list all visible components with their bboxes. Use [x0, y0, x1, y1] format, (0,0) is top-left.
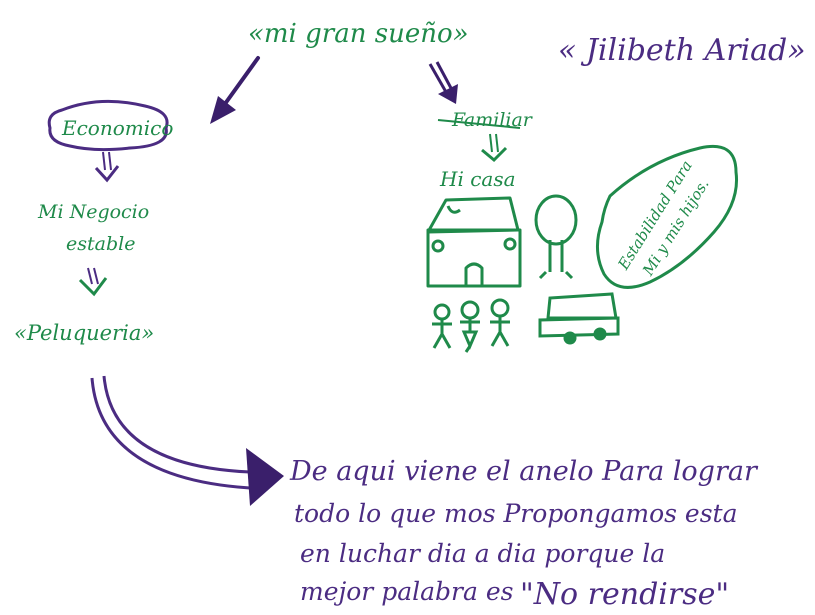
stick-figures-icon: [432, 298, 510, 353]
arrow-to-familiar: [428, 61, 458, 104]
arrow-to-conclusion: [90, 375, 284, 506]
arrow-to-negocio: [94, 151, 120, 183]
familiar-label: Familiar: [451, 109, 534, 131]
conclusion-line2: todo lo que mos Propongamos esta: [294, 499, 737, 528]
negocio-line1: Mi Negocio: [37, 201, 149, 223]
casa-label: Hi casa: [439, 167, 516, 191]
negocio-line2: estable: [66, 233, 135, 255]
economico-label: Economico: [61, 116, 173, 140]
house-drawing-icon: [426, 196, 522, 288]
arrow-to-economico: [210, 56, 260, 124]
estabilidad-bubble: Estabilidad Para Mi y mis hijos.: [596, 145, 739, 289]
familiar-underline: [437, 119, 521, 129]
car-drawing-icon: [538, 292, 620, 345]
arrow-to-peluqueria: [78, 267, 108, 297]
economico-bubble: Economico: [47, 99, 173, 152]
conclusion-line3: en luchar dia a dia porque la: [300, 539, 665, 568]
conclusion-line4-start: mejor palabra es: [300, 577, 513, 606]
peluqueria-text: «Peluqueria»: [14, 321, 154, 345]
author-text: « Jilibeth Ariad»: [558, 33, 806, 68]
conclusion-line4-quote: "No rendirse": [520, 577, 729, 612]
arrow-to-casa: [481, 133, 508, 163]
tree-drawing-icon: [534, 194, 578, 280]
conclusion-line1: De aqui viene el anelo Para lograr: [289, 456, 759, 487]
title-text: «mi gran sueño»: [248, 19, 469, 49]
